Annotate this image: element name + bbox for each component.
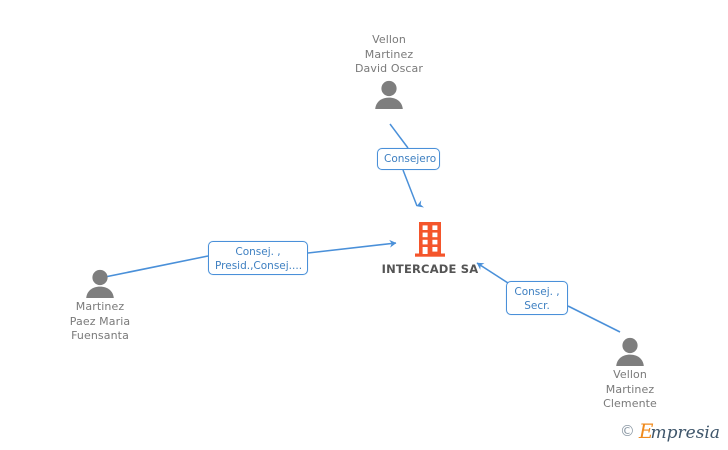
copyright-icon: © [619, 422, 635, 440]
brand-name: mpresia [650, 423, 721, 443]
person-label: Martinez Paez Maria Fuensanta [69, 300, 131, 342]
company-label: INTERCADE SA [381, 262, 479, 276]
company-node-intercade-sa[interactable]: INTERCADE SA [350, 222, 510, 276]
person-icon [616, 337, 644, 366]
edge-person-to-label-consejero [389, 123, 409, 149]
person-node-martinez-paez-maria-fuensanta[interactable]: Martinez Paez Maria Fuensanta [30, 268, 170, 344]
brand-initial: E [638, 419, 654, 443]
person-node-vellon-martinez-clemente[interactable]: Vellon Martinez Clemente [560, 336, 700, 412]
person-label: Vellon Martinez Clemente [603, 368, 657, 410]
person-icon [375, 80, 403, 109]
person-label: Vellon Martinez David Oscar [354, 33, 424, 75]
watermark-empresia: © Empresia [620, 421, 720, 442]
relation-label-consejero[interactable]: Consejero [377, 148, 440, 170]
person-node-vellon-martinez-david-oscar[interactable]: Vellon Martinez David Oscar [319, 33, 459, 109]
edge-label-consejero-to-company [402, 169, 425, 208]
relation-label-consej-presid[interactable]: Consej. , Presid.,Consej.... [208, 241, 308, 275]
person-icon [86, 269, 114, 298]
edge-person-to-label-secr [567, 305, 621, 333]
building-icon [415, 222, 445, 257]
relation-label-consej-secr[interactable]: Consej. , Secr. [506, 281, 568, 315]
